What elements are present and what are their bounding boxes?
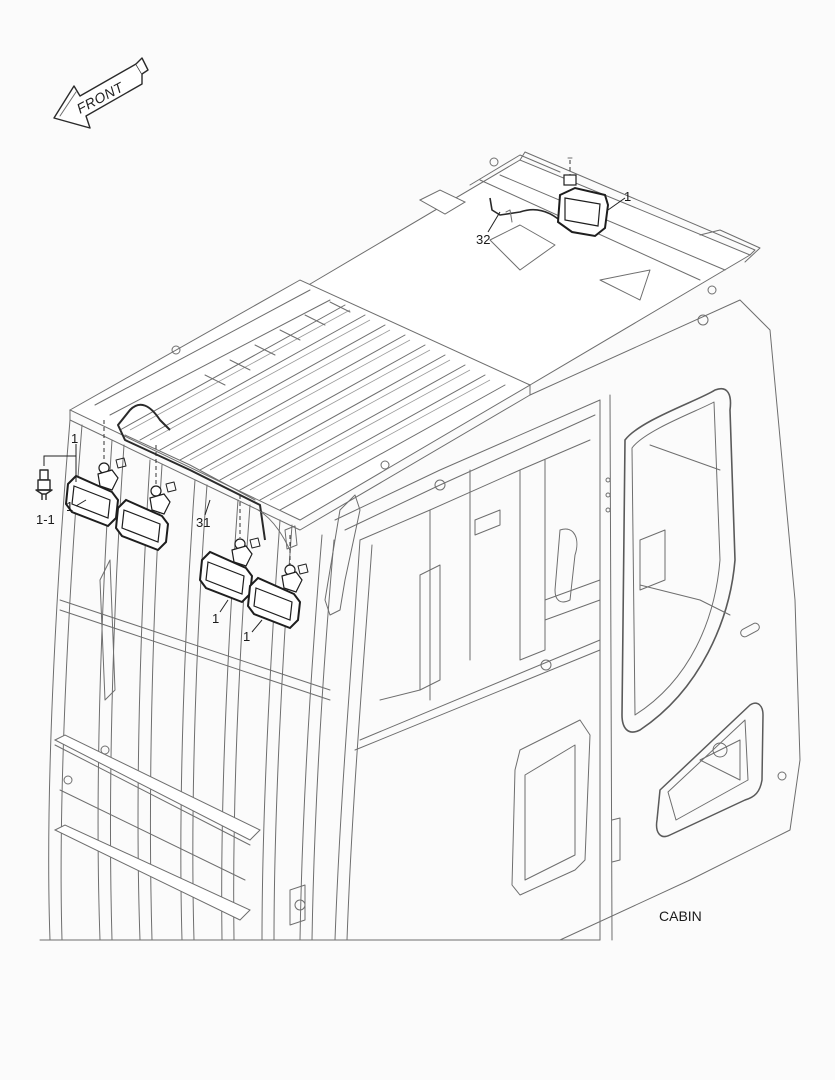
rear-work-lamp — [556, 157, 610, 238]
front-guard — [39, 419, 601, 941]
bulb-icon — [35, 469, 53, 500]
front-work-lamp-2 — [114, 445, 177, 552]
cabin-interior — [324, 439, 731, 751]
callout-harness-31: 31 — [196, 515, 211, 530]
roof-guard — [68, 279, 532, 531]
front-arrow-icon: FRONT — [53, 57, 149, 129]
callout-front-lamp-outer: 1 — [243, 629, 251, 644]
callout-front-lamp-lens: 1 — [66, 499, 74, 514]
callout-front-lamp-inner: 1 — [212, 611, 220, 626]
callout-front-lamp-upper: 1 — [71, 431, 79, 446]
front-work-lamp-3 — [198, 495, 261, 604]
cabin-roof — [298, 151, 761, 386]
callout-harness-32: 32 — [476, 232, 491, 247]
front-work-lamp-4 — [246, 525, 309, 630]
view-label: CABIN — [659, 908, 702, 924]
callout-bulb: 1-1 — [36, 512, 55, 527]
harness-31 — [117, 403, 291, 551]
cabin-body — [334, 299, 801, 941]
leader-lines — [43, 197, 626, 633]
callout-rear-lamp: 1 — [624, 189, 632, 204]
